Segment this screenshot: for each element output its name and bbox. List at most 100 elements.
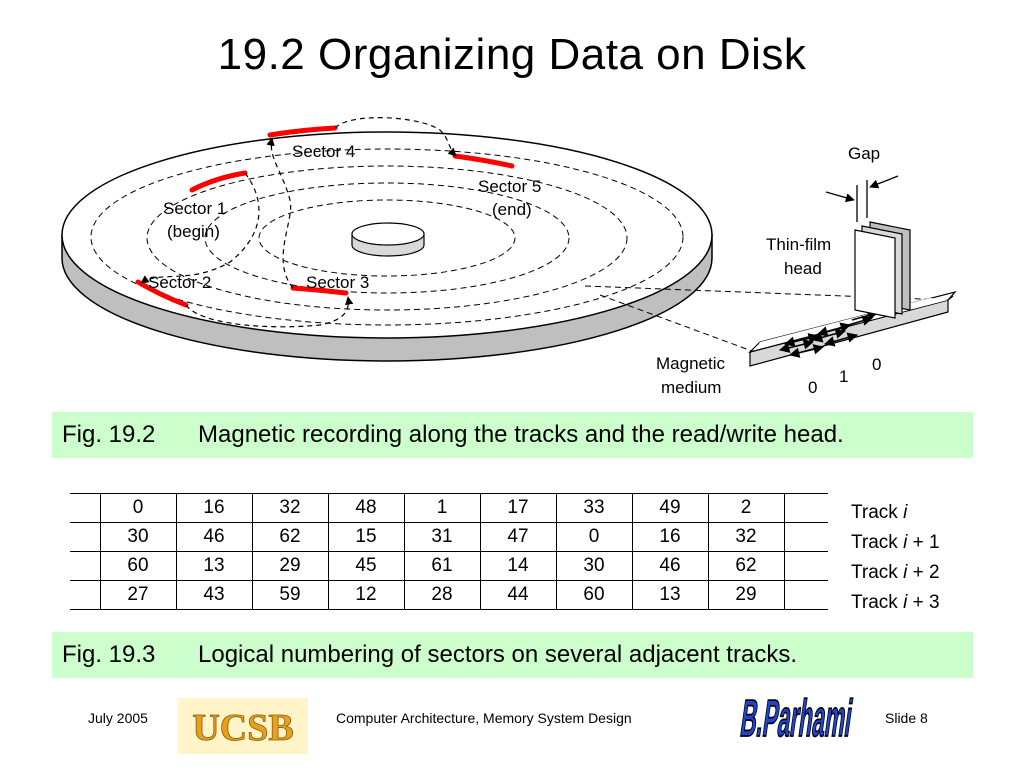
track-label-variable: i bbox=[903, 592, 908, 613]
track-label-prefix: Track bbox=[851, 592, 904, 613]
sector-5-label-line1: Sector 5 bbox=[478, 177, 541, 196]
track-label-variable: i bbox=[903, 562, 908, 583]
fig-19-3-number: Fig. 19.3 bbox=[62, 641, 156, 668]
footer-date: July 2005 bbox=[88, 710, 148, 726]
table-cell-empty bbox=[70, 551, 101, 581]
sector-cell: 29 bbox=[251, 551, 329, 581]
track-label-variable: i bbox=[903, 532, 908, 553]
track-label-prefix: Track bbox=[851, 502, 904, 523]
track-label: Track i + 1 bbox=[851, 528, 940, 558]
sector-cell: 16 bbox=[175, 493, 253, 523]
track-ring bbox=[146, 165, 628, 311]
sector-path bbox=[140, 117, 457, 328]
sector-cell: 30 bbox=[99, 522, 177, 552]
sector-cell: 29 bbox=[707, 580, 785, 610]
sector-cell: 46 bbox=[175, 522, 253, 552]
track-ring bbox=[258, 199, 516, 277]
track-label-prefix: Track bbox=[851, 532, 904, 553]
sector-cell: 27 bbox=[99, 580, 177, 610]
sector-cell: 62 bbox=[251, 522, 329, 552]
sector-cell: 30 bbox=[555, 551, 633, 581]
sector-cell: 45 bbox=[327, 551, 405, 581]
sector-3-mark bbox=[290, 285, 349, 296]
track-label: Track i + 2 bbox=[851, 558, 940, 588]
sector-cell: 60 bbox=[99, 551, 177, 581]
sector-cell: 2 bbox=[707, 493, 785, 523]
sector-5-label-line2: (end) bbox=[492, 200, 532, 219]
thin-film-label-line1: Thin-film bbox=[766, 235, 831, 254]
bit-label-0: 0 bbox=[872, 355, 881, 374]
sector-1-label-line2: (begin) bbox=[167, 222, 220, 241]
sector-1-mark bbox=[189, 170, 248, 193]
sector-cell: 17 bbox=[479, 493, 557, 523]
disk-platter bbox=[61, 131, 713, 362]
magnetization-arrows bbox=[778, 310, 879, 358]
magnetic-label-line1: Magnetic bbox=[656, 354, 725, 373]
disk-diagram: Sector 4 Sector 5 (end) Sector 1 (begin)… bbox=[61, 117, 957, 397]
sector-cell: 48 bbox=[327, 493, 405, 523]
sector-cell: 47 bbox=[479, 522, 557, 552]
parhami-logo-text: B.Parhami bbox=[737, 690, 856, 747]
magnetic-medium-strip bbox=[748, 290, 957, 367]
sector-cell: 44 bbox=[479, 580, 557, 610]
sector-cell: 0 bbox=[555, 522, 633, 552]
ucsb-logo-text: UCSB bbox=[192, 707, 293, 749]
fig-19-2-caption: Fig. 19.2 Magnetic recording along the tr… bbox=[52, 412, 973, 458]
sector-2-mark bbox=[135, 279, 189, 308]
sector-cell: 12 bbox=[327, 580, 405, 610]
sector-1-label-line1: Sector 1 bbox=[163, 199, 226, 218]
sector-cell: 33 bbox=[555, 493, 633, 523]
track-label-prefix: Track bbox=[851, 562, 904, 583]
table-cell-empty bbox=[783, 493, 828, 523]
track-ring bbox=[90, 148, 684, 326]
track-label-suffix: + 1 bbox=[907, 532, 940, 553]
fig-19-3-text: Logical numbering of sectors on several … bbox=[198, 641, 797, 668]
sector-cell: 46 bbox=[631, 551, 709, 581]
track-label: Track i + 3 bbox=[851, 588, 940, 618]
sector-4-mark bbox=[267, 125, 338, 138]
table-cell-empty bbox=[70, 493, 101, 523]
footer-slide-number: Slide 8 bbox=[885, 710, 928, 726]
sector-segments bbox=[135, 125, 515, 308]
sector-cell: 49 bbox=[631, 493, 709, 523]
gap-indicator bbox=[825, 175, 899, 222]
sector-cell: 61 bbox=[403, 551, 481, 581]
table-cell-empty bbox=[70, 580, 101, 610]
sector-2-label: Sector 2 bbox=[148, 273, 211, 292]
thin-film-label-line2: head bbox=[784, 259, 822, 278]
parhami-logo: B.Parhami bbox=[737, 690, 857, 748]
bit-label-1: 1 bbox=[839, 367, 848, 386]
table-cell-empty bbox=[783, 522, 828, 552]
sector-cell: 60 bbox=[555, 580, 633, 610]
sector-4-label: Sector 4 bbox=[292, 142, 355, 161]
table-cell-empty bbox=[70, 522, 101, 552]
gap-label: Gap bbox=[848, 144, 880, 163]
thin-film-head bbox=[854, 221, 911, 319]
table-cell-empty bbox=[783, 551, 828, 581]
sector-cell: 43 bbox=[175, 580, 253, 610]
track-label-suffix: + 3 bbox=[907, 592, 940, 613]
footer-course: Computer Architecture, Memory System Des… bbox=[336, 710, 632, 726]
slide-title: 19.2 Organizing Data on Disk bbox=[217, 30, 807, 79]
sector-cell: 0 bbox=[99, 493, 177, 523]
ucsb-logo: UCSB bbox=[178, 698, 308, 754]
sector-cell: 16 bbox=[631, 522, 709, 552]
sector-cell: 14 bbox=[479, 551, 557, 581]
sector-cell: 28 bbox=[403, 580, 481, 610]
fig-19-3-caption: Fig. 19.3 Logical numbering of sectors on… bbox=[52, 632, 973, 678]
sector-5-mark bbox=[452, 153, 515, 169]
sector-cell: 32 bbox=[251, 493, 329, 523]
track-label-variable: i bbox=[903, 502, 908, 523]
table-cell-empty bbox=[783, 580, 828, 610]
fig-19-2-number: Fig. 19.2 bbox=[62, 421, 156, 448]
sector-cell: 31 bbox=[403, 522, 481, 552]
sector-cell: 15 bbox=[327, 522, 405, 552]
bit-label-0-second: 0 bbox=[808, 378, 817, 397]
fig-19-2-text: Magnetic recording along the tracks and … bbox=[198, 421, 844, 448]
track-ring bbox=[204, 182, 570, 294]
